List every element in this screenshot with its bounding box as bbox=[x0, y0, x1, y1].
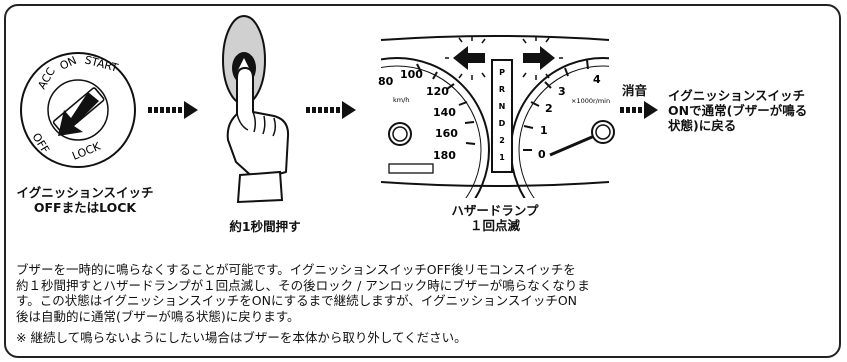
gear-indicator bbox=[491, 59, 513, 173]
result-line2: ONで通常(ブザーが鳴る bbox=[668, 103, 808, 118]
speedo-tick-80: 80 bbox=[378, 75, 394, 88]
speedo-tick-120: 120 bbox=[426, 85, 449, 98]
flow-arrow-1 bbox=[148, 101, 198, 119]
ignition-switch-illustration: ACC ON START LOCK OFF bbox=[20, 52, 136, 168]
flow-arrow-2 bbox=[306, 101, 356, 119]
tacho-tick-4: 4 bbox=[593, 73, 601, 86]
tacho-tick-3: 3 bbox=[558, 85, 566, 98]
speedo-tick-160: 160 bbox=[435, 127, 458, 140]
odometer-display bbox=[388, 163, 434, 174]
result-line1: イグニッションスイッチ bbox=[668, 88, 806, 103]
tacho-needle bbox=[549, 132, 600, 157]
description-line-3: す。この状態はイグニッションスイッチをONにするまで継続しますが、イグニッション… bbox=[16, 293, 578, 308]
description-line-4: 後は自動的に通常(ブザーが鳴る状態)に戻ります。 bbox=[16, 308, 300, 324]
speedometer-dial bbox=[381, 57, 490, 198]
ignition-caption-line1: イグニッションスイッチ bbox=[16, 185, 154, 200]
gear-p: P bbox=[499, 68, 505, 77]
speedometer-hub bbox=[388, 122, 412, 146]
hazard-caption-line2: １回点滅 bbox=[469, 218, 520, 233]
speedo-tick-100: 100 bbox=[400, 68, 423, 81]
tacho-unit-label: ×1000r/min bbox=[571, 97, 610, 105]
gear-n: N bbox=[499, 102, 506, 111]
gear-2: 2 bbox=[499, 136, 505, 145]
result-text: イグニッションスイッチ ONで通常(ブザーが鳴る 状態)に戻る bbox=[668, 88, 807, 133]
ignition-label-on: ON bbox=[58, 54, 79, 73]
tachometer-hub bbox=[591, 120, 615, 144]
ignition-caption: イグニッションスイッチ OFFまたはLOCK bbox=[10, 185, 160, 215]
hazard-left-arrow-icon bbox=[445, 36, 486, 80]
remote-press-illustration bbox=[222, 15, 290, 204]
tacho-tick-1: 1 bbox=[540, 124, 548, 137]
diagram-frame bbox=[4, 4, 841, 358]
hazard-caption-line1: ハザードランプ bbox=[451, 203, 539, 218]
pointer-arrow-icon bbox=[58, 92, 99, 136]
gear-d: D bbox=[499, 119, 506, 128]
speed-unit-label: km/h bbox=[393, 96, 409, 104]
speedo-tick-140: 140 bbox=[433, 106, 456, 119]
result-line3: 状態)に戻る bbox=[668, 118, 737, 133]
tacho-tick-0: 0 bbox=[538, 148, 546, 161]
speedo-tick-180: 180 bbox=[433, 149, 456, 162]
gear-1: 1 bbox=[499, 153, 505, 162]
description-line-1: ブザーを一時的に鳴らなくすることが可能です。イグニッションスイッチOFF後リモコ… bbox=[16, 262, 576, 277]
ignition-caption-line2: OFFまたはLOCK bbox=[33, 200, 137, 215]
mute-label: 消音 bbox=[622, 83, 648, 98]
press-caption: 約1秒間押す bbox=[229, 219, 301, 234]
description-note: ※ 継続して鳴らないようにしたい場合はブザーを本体から取り外してください。 bbox=[16, 330, 467, 345]
hazard-caption: ハザードランプ １回点滅 bbox=[430, 203, 560, 233]
dashboard-illustration: 80 100 120 140 160 180 km/h P R N D 2 1 bbox=[378, 35, 615, 198]
flow-arrow-3 bbox=[620, 101, 658, 119]
description-line-2: 約１秒間押すとハザードランプが１回点滅し、その後ロック / アンロック時にブザー… bbox=[16, 277, 590, 293]
gear-r: R bbox=[499, 85, 505, 94]
tacho-tick-2: 2 bbox=[545, 102, 553, 115]
description-block: ブザーを一時的に鳴らなくすることが可能です。イグニッションスイッチOFF後リモコ… bbox=[16, 262, 831, 346]
hazard-right-arrow-icon bbox=[522, 36, 563, 80]
hand-icon bbox=[226, 67, 290, 204]
